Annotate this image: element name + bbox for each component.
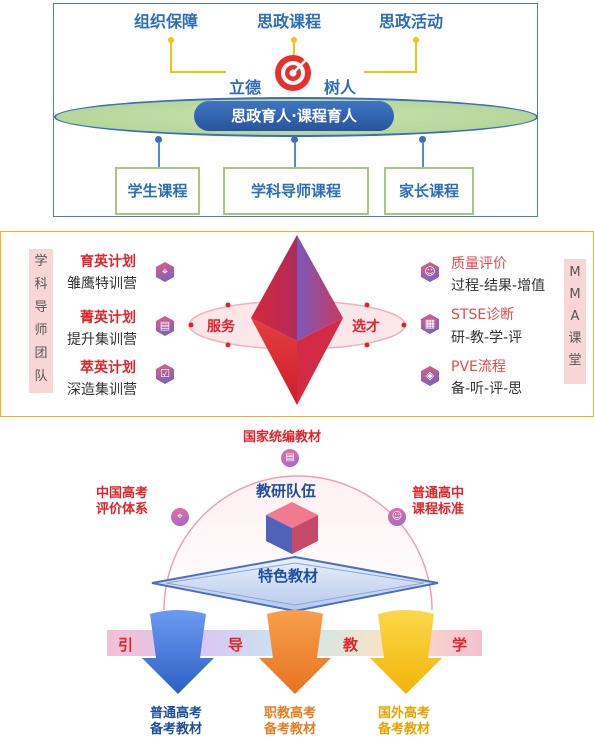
label-research-team: 教研队伍 bbox=[256, 482, 317, 500]
label-selection: 选才 bbox=[352, 319, 380, 335]
ideology-framework-panel bbox=[53, 3, 538, 217]
guide-char-jiao: 教 bbox=[343, 636, 359, 654]
label-ideology-courses: 思政课程 bbox=[257, 12, 322, 31]
label-lide: 立德 bbox=[229, 78, 262, 97]
panel-char: 科 bbox=[34, 277, 48, 292]
arrow-down-orange bbox=[255, 610, 335, 696]
connector-line bbox=[293, 40, 295, 58]
program-title-jingying: 菁英计划 bbox=[80, 310, 136, 326]
label-vocational-gaokao-materials: 职教高考 备考教材 bbox=[264, 706, 316, 738]
program-sub-quality: 过程-结果-增值 bbox=[451, 278, 546, 294]
connector-dot bbox=[155, 136, 162, 143]
program-title-pve: PVE流程 bbox=[451, 359, 506, 375]
panel-char: A bbox=[570, 309, 580, 324]
label-curriculum-standard: 普通高中 课程标准 bbox=[412, 486, 464, 518]
panel-char: 导 bbox=[34, 300, 48, 315]
label-special-textbooks: 特色教材 bbox=[258, 567, 319, 585]
guide-char-dao: 导 bbox=[228, 636, 244, 654]
label-gaokao-evaluation: 中国高考 评价体系 bbox=[96, 486, 148, 518]
connector-dot bbox=[291, 136, 298, 143]
label-line: 普通高中 bbox=[412, 486, 465, 501]
connector-line bbox=[364, 71, 417, 73]
program-sub-jingying: 提升集训营 bbox=[67, 332, 137, 348]
panel-char: 课 bbox=[568, 331, 582, 346]
course-box-subject-mentors: 学科导师课程 bbox=[223, 167, 369, 215]
program-title-stse: STSE诊断 bbox=[451, 307, 515, 323]
label-foreign-gaokao-materials: 国外高考 备考教材 bbox=[378, 706, 430, 738]
left-side-panel-subject-mentor-team: 学 科 导 师 团 队 bbox=[29, 249, 53, 393]
connector-line bbox=[415, 40, 417, 72]
label-line: 备考教材 bbox=[378, 722, 431, 737]
book-icon: ▤ bbox=[281, 449, 299, 467]
panel-char: 堂 bbox=[568, 353, 582, 368]
location-icon: ⌖ bbox=[156, 262, 174, 282]
service-selection-diamond bbox=[185, 233, 410, 413]
label-national-textbooks: 国家统编教材 bbox=[243, 430, 322, 445]
label-ideology-activities: 思政活动 bbox=[379, 12, 444, 31]
right-side-panel-mma-classroom: M M A 课 堂 bbox=[564, 259, 586, 384]
guide-char-yin: 引 bbox=[118, 636, 134, 654]
label-line: 课程标准 bbox=[412, 502, 465, 517]
label-service: 服务 bbox=[207, 319, 235, 335]
label-line: 国外高考 bbox=[378, 706, 431, 721]
label-line: 职教高考 bbox=[264, 706, 317, 721]
label-general-gaokao-materials: 普通高考 备考教材 bbox=[150, 706, 202, 738]
program-sub-yuying: 雏鹰特训营 bbox=[67, 276, 137, 292]
center-label-pill: 思政育人·课程育人 bbox=[194, 101, 394, 131]
panel-char: 学 bbox=[34, 254, 48, 269]
cube-icon bbox=[262, 500, 322, 556]
connector-line bbox=[170, 71, 226, 73]
label-organization-guarantee: 组织保障 bbox=[134, 12, 199, 31]
label-line: 评价体系 bbox=[96, 502, 149, 517]
panel-char: 师 bbox=[34, 323, 48, 338]
checklist-icon: ☑ bbox=[156, 364, 174, 384]
program-sub-pve: 备-听-评-思 bbox=[451, 381, 523, 397]
program-title-cuiying: 萃英计划 bbox=[80, 360, 136, 376]
arrow-down-yellow bbox=[366, 610, 446, 696]
program-title-yuying: 育英计划 bbox=[80, 254, 136, 270]
connector-line bbox=[170, 40, 172, 72]
program-title-quality: 质量评价 bbox=[451, 256, 507, 272]
arrow-down-blue bbox=[138, 610, 218, 696]
label-line: 普通高考 bbox=[150, 706, 203, 721]
panel-char: 团 bbox=[34, 346, 48, 361]
label-line: 备考教材 bbox=[264, 722, 317, 737]
course-box-students: 学生课程 bbox=[115, 167, 200, 215]
connector-line bbox=[158, 142, 160, 168]
program-sub-stse: 研-教-学-评 bbox=[451, 330, 523, 346]
panel-char: 队 bbox=[34, 369, 48, 384]
people-icon: ☺ bbox=[421, 262, 439, 282]
course-box-parents: 家长课程 bbox=[384, 167, 474, 215]
label-shuren: 树人 bbox=[324, 78, 357, 97]
connector-line bbox=[422, 142, 424, 168]
document-icon: ▤ bbox=[156, 316, 174, 336]
connector-line bbox=[294, 142, 296, 168]
location-icon: ⌖ bbox=[171, 508, 189, 526]
guide-char-xue: 学 bbox=[452, 636, 468, 654]
target-icon bbox=[274, 54, 312, 92]
clipboard-icon: ▦ bbox=[421, 314, 439, 334]
label-line: 备考教材 bbox=[150, 722, 203, 737]
people-icon: ☺ bbox=[388, 508, 406, 526]
box-icon: ◈ bbox=[421, 366, 439, 386]
program-sub-cuiying: 深造集训营 bbox=[67, 382, 137, 398]
connector-dot bbox=[419, 136, 426, 143]
panel-char: M bbox=[569, 265, 581, 280]
label-line: 中国高考 bbox=[96, 486, 149, 501]
panel-char: M bbox=[569, 287, 581, 302]
